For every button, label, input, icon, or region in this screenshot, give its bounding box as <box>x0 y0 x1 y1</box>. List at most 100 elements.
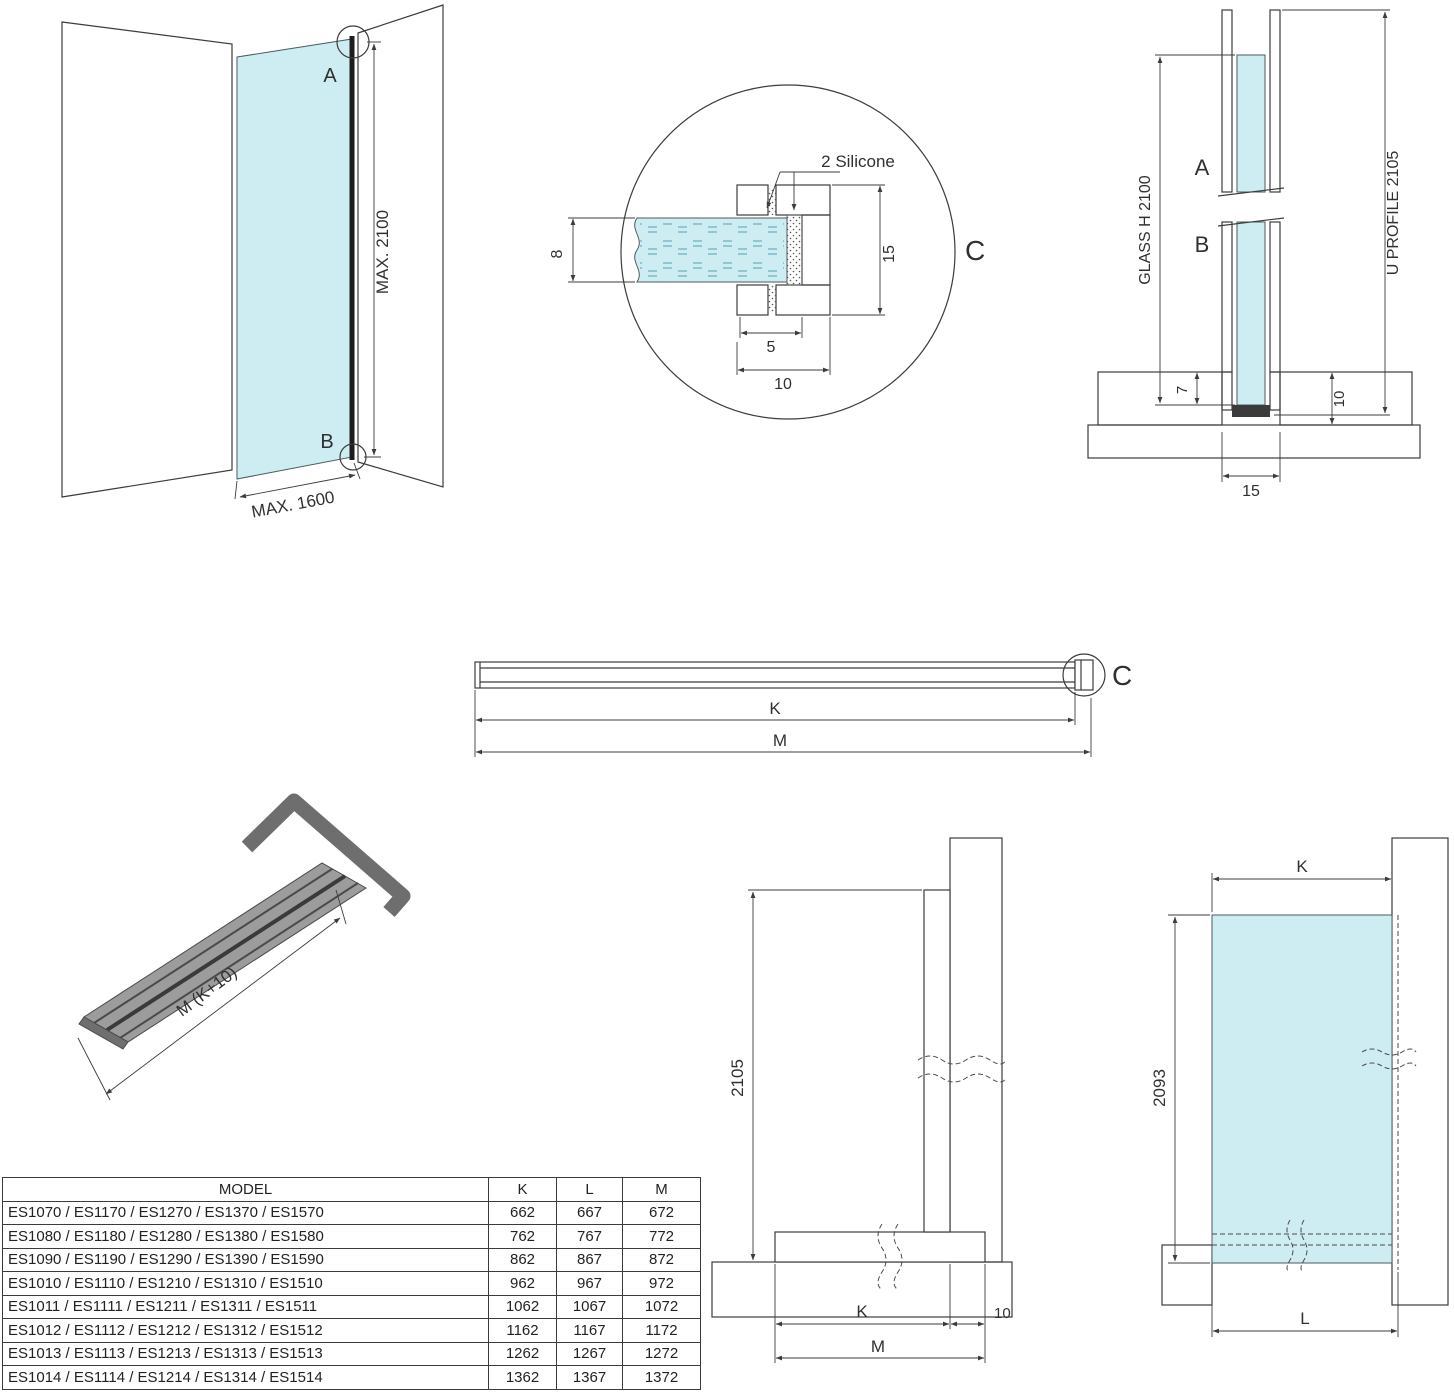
plan-view-drawing: C K M <box>474 653 1132 757</box>
model-cell: ES1013 / ES1113 / ES1213 / ES1313 / ES15… <box>2 1341 489 1366</box>
profile-foot-right <box>1269 371 1281 411</box>
col-header-k: K <box>488 1177 557 1202</box>
dim-glass-thickness: 8 <box>549 249 566 258</box>
table-row: ES1014 / ES1114 / ES1214 / ES1314 / ES15… <box>2 1365 701 1390</box>
dim-m: M <box>871 1337 885 1356</box>
end-cap <box>1074 659 1094 691</box>
l-cell: 1167 <box>556 1318 623 1343</box>
m-cell: 1072 <box>622 1294 701 1319</box>
detail-c-drawing: 2 Silicone 8 15 5 10 C <box>549 84 985 420</box>
l-cell: 767 <box>556 1224 623 1249</box>
model-cell: ES1080 / ES1180 / ES1280 / ES1380 / ES15… <box>2 1224 489 1249</box>
silicone-bead <box>786 214 803 286</box>
break-bottom-2 <box>1300 1219 1308 1273</box>
l-cell: 967 <box>556 1271 623 1296</box>
l-cell: 1367 <box>556 1365 623 1390</box>
profile-groove <box>105 874 347 1032</box>
dim-inner-depth: 5 <box>767 339 776 356</box>
col-header-l: L <box>556 1177 623 1202</box>
model-cell: ES1012 / ES1112 / ES1212 / ES1312 / ES15… <box>2 1318 489 1343</box>
table-row: ES1010 / ES1110 / ES1210 / ES1310 / ES15… <box>2 1271 701 1296</box>
wall-hatch <box>949 837 1003 1263</box>
break-mark-b <box>1217 217 1285 227</box>
dim-10: 10 <box>994 1305 1011 1322</box>
col-header-m: M <box>622 1177 701 1202</box>
floor-hatch <box>1087 424 1421 459</box>
profile-leg-right-upper <box>1269 9 1281 193</box>
profile-top-flange <box>736 184 769 216</box>
m-cell: 1172 <box>622 1318 701 1343</box>
m-cell: 1372 <box>622 1365 701 1390</box>
label-c: C <box>1112 660 1132 691</box>
section-view-drawing: A B GLASS H 2100 U PROFILE 2105 7 10 15 <box>1087 9 1421 500</box>
dim-glass-height: GLASS H 2100 <box>1137 175 1154 285</box>
dim-k: K <box>769 699 781 718</box>
k-cell: 1062 <box>488 1294 557 1319</box>
dim-2105: 2105 <box>728 1059 747 1097</box>
floor-profile <box>774 1231 986 1263</box>
label-a: A <box>1195 155 1210 180</box>
break-wall-1 <box>917 1055 1007 1065</box>
profile-iso-drawing: M (K+10) <box>77 793 411 1101</box>
l-cell: 667 <box>556 1200 623 1225</box>
dim-l: L <box>1300 1309 1309 1328</box>
table-row: ES1012 / ES1112 / ES1212 / ES1312 / ES15… <box>2 1318 701 1343</box>
break-bottom-1 <box>1286 1219 1294 1273</box>
profile-foot-left <box>1221 371 1233 411</box>
col-header-model: MODEL <box>2 1177 489 1202</box>
wall-profile <box>923 889 951 1233</box>
profile-back-wall <box>801 214 831 286</box>
table-row: ES1011 / ES1111 / ES1211 / ES1311 / ES15… <box>2 1294 701 1319</box>
profile-leg-left-lower <box>1221 221 1233 373</box>
table-row: ES1080 / ES1180 / ES1280 / ES1380 / ES15… <box>2 1224 701 1249</box>
break-floor-2 <box>893 1223 903 1291</box>
table-header-row: MODEL K L M <box>2 1177 701 1202</box>
model-table: MODEL K L M ES1070 / ES1170 / ES1270 / E… <box>2 1177 701 1390</box>
dim-10: 10 <box>1331 391 1348 408</box>
dim-7: 7 <box>1174 386 1191 394</box>
table-row: ES1070 / ES1170 / ES1270 / ES1370 / ES15… <box>2 1200 701 1225</box>
l-cell: 1267 <box>556 1341 623 1366</box>
detail-circle-c <box>1062 653 1106 697</box>
wall-hatch <box>1391 837 1449 1306</box>
break-right-1 <box>1361 1048 1417 1056</box>
profile-bottom-flange <box>736 284 769 316</box>
k-cell: 1362 <box>488 1365 557 1390</box>
silicone-gap-bottom <box>768 285 776 312</box>
k-cell: 662 <box>488 1200 557 1225</box>
glass-upper <box>1236 54 1266 193</box>
detail-c-label: C <box>965 235 985 266</box>
k-cell: 762 <box>488 1224 557 1249</box>
dim-15: 15 <box>1242 483 1260 500</box>
dim-m: M <box>773 731 787 750</box>
dim-k: K <box>1296 857 1308 876</box>
l-cell: 867 <box>556 1247 623 1272</box>
k-cell: 962 <box>488 1271 557 1296</box>
l-cell: 1067 <box>556 1294 623 1319</box>
profile-base <box>1232 405 1270 417</box>
dim-outer-depth: 10 <box>774 376 792 393</box>
dim-max-height: MAX. 2100 <box>373 210 392 294</box>
label-b: B <box>320 431 333 453</box>
m-cell: 872 <box>622 1247 701 1272</box>
k-cell: 1262 <box>488 1341 557 1366</box>
profile-body <box>474 661 1076 689</box>
break-wall-2 <box>917 1073 1007 1083</box>
table-row: ES1013 / ES1113 / ES1213 / ES1313 / ES15… <box>2 1341 701 1366</box>
m-cell: 672 <box>622 1200 701 1225</box>
break-floor-1 <box>877 1223 887 1291</box>
m-cell: 772 <box>622 1224 701 1249</box>
dim-2093: 2093 <box>1150 1069 1169 1107</box>
profile-leg-left-upper <box>1221 9 1233 193</box>
detail-boundary-circle <box>620 84 956 420</box>
silicone-label: 2 Silicone <box>821 152 895 171</box>
model-cell: ES1011 / ES1111 / ES1211 / ES1311 / ES15… <box>2 1294 489 1319</box>
right-wall <box>357 4 444 488</box>
table-row: ES1090 / ES1190 / ES1290 / ES1390 / ES15… <box>2 1247 701 1272</box>
tempered-glass-marks <box>640 220 784 280</box>
k-cell: 1162 <box>488 1318 557 1343</box>
dim-k: K <box>856 1302 868 1321</box>
elevation-drawing: 2105 K 10 M <box>711 837 1013 1363</box>
label-b: B <box>1195 232 1210 257</box>
